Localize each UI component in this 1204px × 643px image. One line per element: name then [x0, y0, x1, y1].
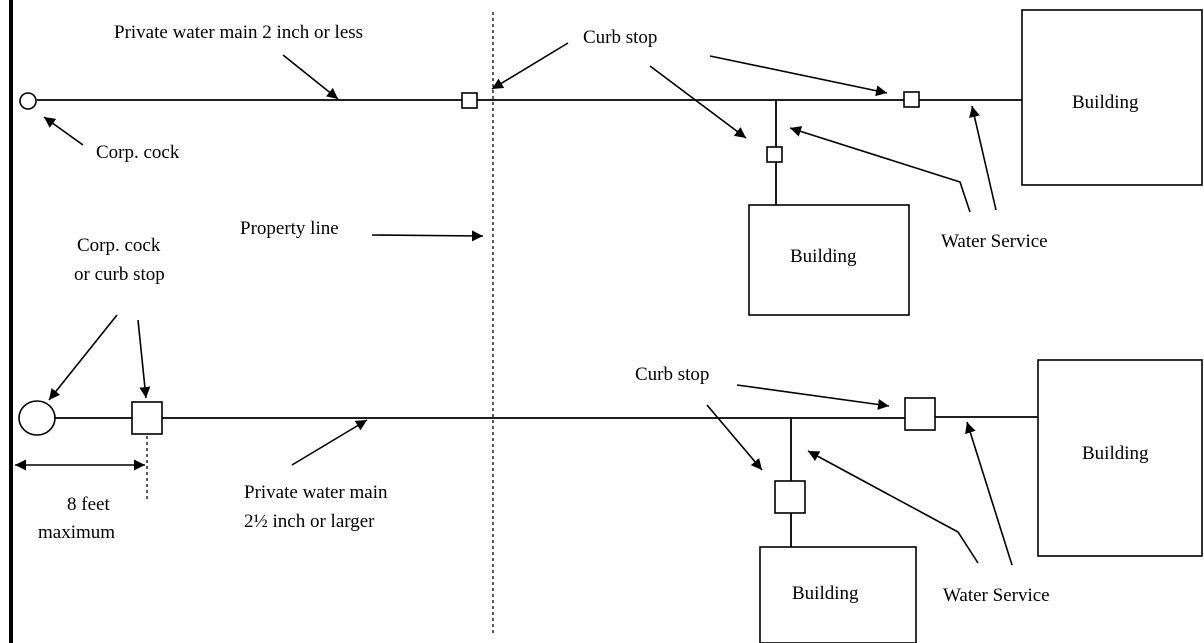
label-building-top-mid: Building: [790, 246, 857, 267]
bottom-curb-stop-symbol-building: [904, 397, 936, 431]
label-curb-stop-bottom: Curb stop: [635, 364, 709, 385]
label-building-top-right: Building: [1072, 92, 1139, 113]
top-building-right: [1021, 9, 1203, 186]
curb-stop-arrow-bottom-branch: [706, 404, 763, 471]
label-corp-cock-or-curb-line2: or curb stop: [74, 264, 165, 285]
property-line-arrow: [371, 230, 484, 242]
water-service-arrow-main: [969, 105, 997, 211]
label-water-service-top: Water Service: [941, 231, 1048, 252]
label-distance-line2: maximum: [38, 522, 115, 543]
label-water-service-bottom: Water Service: [943, 585, 1050, 606]
bottom-building-mid: [759, 546, 917, 643]
top-curb-stop-symbol-branch: [766, 146, 783, 163]
curb-stop-arrow-property: [491, 42, 569, 90]
label-bottom-main-line2: 2½ inch or larger: [244, 511, 375, 532]
top-building-mid: [748, 204, 910, 316]
bottom-building-right: [1037, 359, 1203, 557]
water-service-arrow-branch: [789, 126, 971, 213]
bottom-corp-cock-symbol: [18, 400, 56, 436]
label-bottom-main-line1: Private water main: [244, 482, 388, 503]
top-main-arrow: [282, 54, 339, 100]
label-property-line: Property line: [240, 218, 339, 239]
water-service-arrow-bottom-main: [965, 421, 1013, 566]
top-curb-stop-symbol-building: [903, 91, 920, 108]
top-curb-stop-symbol-property: [461, 92, 478, 109]
label-curb-stop-top: Curb stop: [583, 27, 657, 48]
label-corp-cock-or-curb-line1: Corp. cock: [77, 235, 161, 256]
bottom-curb-stop-symbol-branch: [774, 480, 806, 514]
water-service-arrow-bottom-branch: [807, 450, 979, 564]
bottom-curb-stop-symbol-near-main: [131, 401, 163, 435]
curb-stop-arrow-branch: [649, 65, 747, 139]
label-building-bottom-mid: Building: [792, 583, 859, 604]
curb-stop-arrow-bottom-building: [736, 384, 890, 410]
label-distance-line1: 8 feet: [67, 494, 110, 515]
label-corp-cock: Corp. cock: [96, 142, 180, 163]
corp-cock-arrow-bottom-square: [137, 319, 151, 399]
corp-cock-arrow: [43, 116, 84, 146]
corp-cock-arrow-bottom-circle: [48, 314, 118, 401]
curb-stop-arrow-building: [709, 55, 888, 97]
label-top-private-main: Private water main 2 inch or less: [114, 22, 363, 43]
bottom-main-arrow: [291, 419, 368, 466]
label-building-bottom-right: Building: [1082, 443, 1149, 464]
top-corp-cock-symbol: [19, 92, 37, 110]
